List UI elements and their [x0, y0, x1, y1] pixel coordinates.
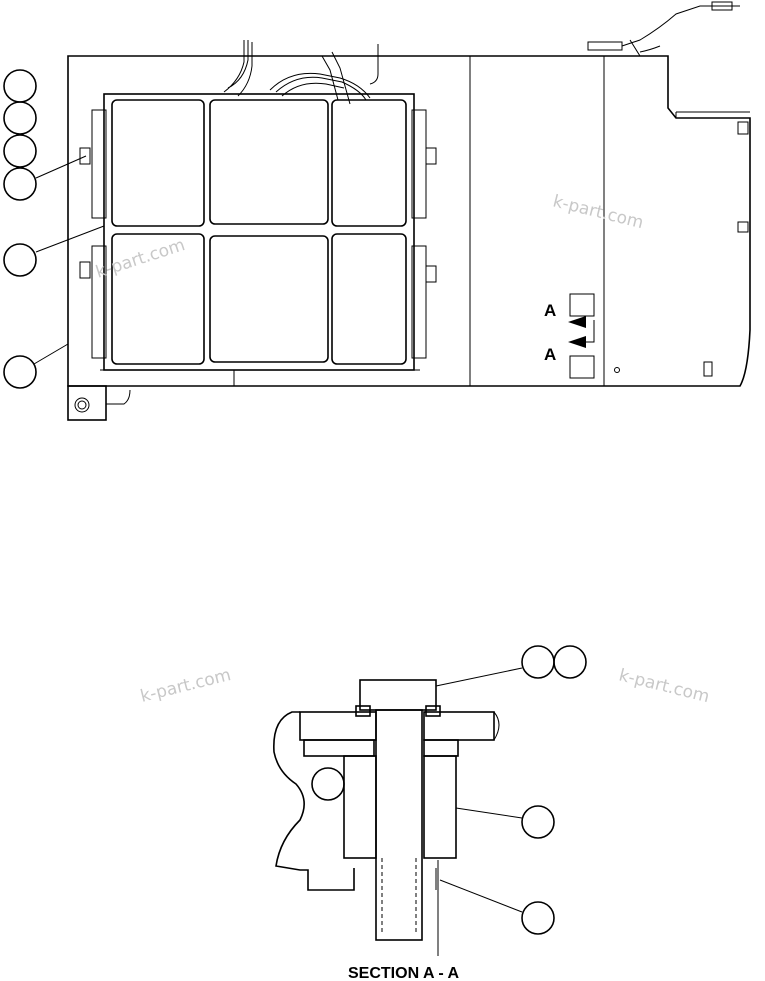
- bolt-shank: [375, 709, 423, 941]
- callouts-section: [435, 645, 587, 935]
- core-panels: [111, 99, 407, 365]
- small-latch: [703, 361, 713, 377]
- section-caption: SECTION A - A: [348, 965, 460, 981]
- cooler-frame: [103, 93, 415, 371]
- watermarks: k-part.com k-part.com k-part.com k-part.…: [93, 191, 711, 707]
- callouts-top: [3, 69, 105, 389]
- side-bracket: [737, 221, 749, 233]
- side-tabs: [79, 109, 437, 359]
- cable-bundle: [223, 40, 253, 97]
- top-view: A A: [3, 1, 751, 421]
- section-marker: A A: [544, 293, 595, 379]
- bore: [311, 767, 345, 801]
- section-marker-label: A: [544, 301, 556, 320]
- watermark: k-part.com: [93, 235, 187, 283]
- top-right-harness: [587, 5, 740, 57]
- bolt-head: [359, 679, 437, 711]
- watermark: k-part.com: [551, 191, 646, 233]
- housing-outline: [67, 55, 751, 387]
- watermark: k-part.com: [617, 665, 712, 707]
- section-view: SECTION A - A: [273, 645, 587, 981]
- side-bracket: [737, 121, 749, 135]
- connector-box: [67, 385, 107, 421]
- cable-bundle: [321, 44, 379, 105]
- cable-bundle: [269, 72, 371, 101]
- casting: [273, 711, 355, 891]
- section-marker-label: A: [544, 345, 556, 364]
- watermark: k-part.com: [138, 665, 233, 707]
